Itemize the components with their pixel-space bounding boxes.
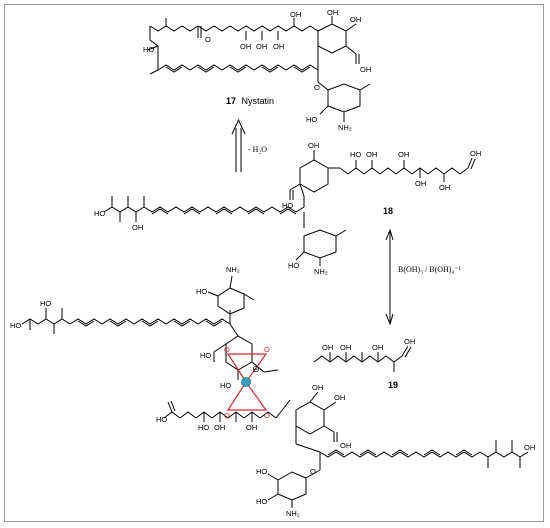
- atom-label-oh: OH: [415, 179, 426, 188]
- atom-label-oh: OH: [322, 343, 333, 352]
- atom-label-oh: OH: [334, 393, 345, 402]
- borate-complex-structure: [21, 275, 529, 508]
- atom-label-ho: HO: [200, 351, 211, 360]
- atom-label-oh: OH: [240, 42, 251, 51]
- nystatin-polyene-chain: [157, 64, 319, 71]
- boron-charge: ⊖: [252, 364, 260, 374]
- atom-label-oh: OH: [398, 150, 409, 159]
- complex-upper-hemiketal: [225, 335, 253, 371]
- atom-label-o: O: [314, 83, 320, 92]
- nystatin-hemiketal-ring: [317, 23, 347, 54]
- dehydration-label: - H₂O: [248, 145, 267, 154]
- atom-label-o: O: [205, 35, 211, 44]
- atom-label-oh: OH: [132, 223, 143, 232]
- nystatin-mycosamine-ring: [327, 83, 361, 113]
- atom-label-ho: HO: [156, 415, 167, 424]
- atom-label-oh: OH: [340, 441, 351, 450]
- atom-label-oh: OH: [340, 343, 351, 352]
- borate-spiro-center: [226, 353, 268, 411]
- complex-lower-hemiketal: [295, 401, 325, 435]
- compound-label-nystatin: 17 Nystatin: [226, 96, 274, 106]
- atom-label-ho: HO: [40, 299, 51, 308]
- atom-label-ho: HO: [306, 115, 317, 124]
- atom-label-ho: HO: [256, 497, 267, 506]
- atom-label-nh2: NH₂: [226, 265, 240, 274]
- atom-label-oh: OH: [350, 15, 361, 24]
- atom-label-oh: OH: [308, 141, 319, 150]
- atom-label-oh: OH: [524, 443, 535, 452]
- borate-oxygen: O: [264, 411, 270, 420]
- atom-label-oh: OH: [256, 42, 267, 51]
- atom-label-oh: OH: [404, 337, 415, 346]
- open-chain-structure: [103, 150, 476, 266]
- dehydration-arrow: [231, 118, 246, 172]
- borate-equilibrium-arrow: [385, 228, 394, 326]
- atom-labels: HO O OH OH OH OH OH OH OH O HO NH₂ HO OH…: [10, 8, 535, 518]
- atom-label-oh: OH: [360, 65, 371, 74]
- atom-label-oh: OH: [439, 183, 450, 192]
- borate-oxygen: O: [224, 345, 230, 354]
- atom-label-oh: OH: [312, 383, 323, 392]
- atom-label-oh: OH: [214, 423, 225, 432]
- atom-label-oh: OH: [246, 423, 257, 432]
- open-chain-hemiketal-ring: [299, 159, 329, 193]
- atom-label-nh2: NH₂: [286, 509, 300, 518]
- figure-frame: [4, 4, 544, 522]
- atom-label-oh: OH: [327, 8, 338, 17]
- open-chain-mycosamine-ring: [303, 229, 337, 259]
- atom-label-ho: HO: [143, 45, 154, 54]
- atom-label-oh: OH: [372, 343, 383, 352]
- atom-label-oh: OH: [470, 149, 481, 158]
- complex-upper-mycosamine: [217, 287, 245, 315]
- atom-label-o: O: [310, 467, 316, 476]
- nystatin-macrocycle-upper: [149, 25, 319, 32]
- atom-label-ho: HO: [198, 423, 209, 432]
- compound-number-19: 19: [388, 380, 398, 390]
- atom-label-oh: OH: [290, 10, 301, 19]
- compound-number-18: 18: [383, 206, 393, 216]
- complex-upper-polyene: [69, 318, 231, 325]
- nystatin-name: Nystatin: [242, 96, 275, 106]
- atom-label-ho: HO: [350, 150, 361, 159]
- atom-label-nh2: NH₂: [314, 267, 328, 276]
- nystatin-structure: [147, 16, 371, 122]
- open-chain-polyol: [339, 167, 469, 175]
- borate-oxygen: O: [224, 411, 230, 420]
- boron-atom: [241, 377, 251, 387]
- atom-label-ho: HO: [256, 467, 267, 476]
- atom-label-ho: HO: [288, 261, 299, 270]
- nystatin-number: 17: [226, 96, 236, 106]
- atom-label-nh2: NH₂: [338, 123, 352, 132]
- atom-label-ho: HO: [94, 209, 105, 218]
- atom-label-ho: HO: [220, 381, 231, 390]
- borate-oxygen: O: [264, 345, 270, 354]
- atom-label-oh: OH: [273, 42, 284, 51]
- complex-lower-polyene: [319, 451, 481, 458]
- complex-upper-polyol: [313, 355, 403, 363]
- atom-label-oh: OH: [366, 150, 377, 159]
- complex-lower-mycosamine: [277, 471, 307, 501]
- borate-condition-label: B(OH)₃ / B(OH)₄⁻¹: [398, 265, 461, 274]
- atom-label-ho: HO: [196, 287, 207, 296]
- atom-label-ho: HO: [282, 201, 293, 210]
- open-chain-polyene: [143, 206, 305, 213]
- atom-label-ho: HO: [10, 321, 21, 330]
